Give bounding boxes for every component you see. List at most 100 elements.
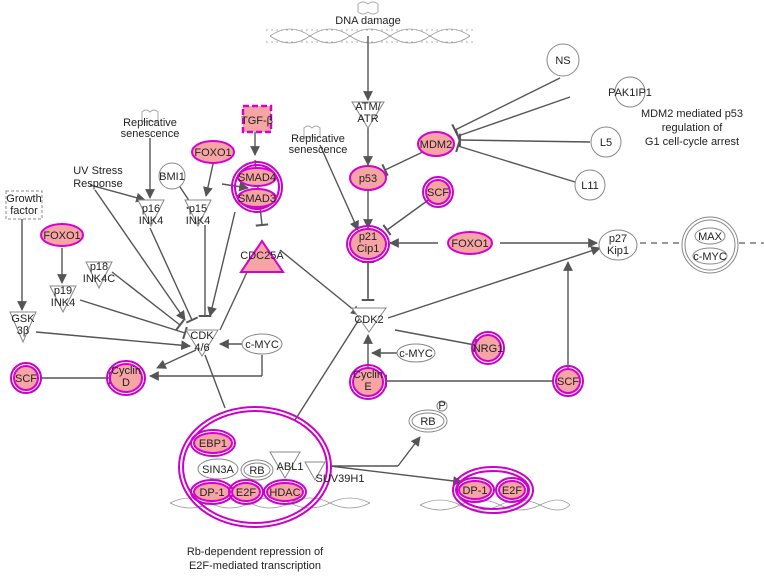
svg-text:INK4: INK4	[51, 297, 75, 309]
svg-text:UV Stress: UV Stress	[73, 165, 123, 177]
tgfb-node[interactable]: TGF-β	[241, 104, 273, 134]
scf-node-top[interactable]: SCF	[422, 176, 454, 208]
dna-helix-top	[266, 28, 474, 44]
suv39h1-node[interactable]: SUV39H1	[304, 461, 365, 485]
svg-text:Kip1: Kip1	[607, 245, 629, 257]
p19-node[interactable]: p19 INK4	[49, 285, 77, 314]
svg-text:Cyclin: Cyclin	[353, 369, 383, 381]
sin3a-node[interactable]: SIN3A	[197, 458, 239, 480]
cyclin-d-node[interactable]: Cyclin D	[106, 360, 146, 396]
hdac-node[interactable]: HDAC	[263, 479, 307, 505]
svg-text:MDM2 mediated p53: MDM2 mediated p53	[641, 108, 743, 120]
repl-sen-label-right: Replicative senescence	[289, 125, 348, 156]
p18-node[interactable]: p18 INK4C	[83, 261, 115, 290]
svg-text:G1 cell-cycle arrest: G1 cell-cycle arrest	[645, 136, 739, 148]
scf-node-left[interactable]: SCF	[10, 362, 42, 394]
l5-node[interactable]: L5	[590, 126, 622, 158]
svg-text:SCF: SCF	[557, 376, 579, 388]
nrg1-node[interactable]: NRG1	[471, 331, 505, 365]
svg-text:DP-1: DP-1	[199, 487, 224, 499]
svg-text:CDK: CDK	[190, 330, 214, 342]
max-cmyc-complex[interactable]: MAX c-MYC	[681, 216, 739, 274]
dp1-node-right[interactable]: DP-1	[455, 477, 495, 503]
cdk2-node[interactable]: CDK2	[351, 307, 387, 333]
svg-text:Cip1: Cip1	[357, 243, 380, 255]
svg-text:p19: p19	[54, 285, 72, 297]
e2f-node-right[interactable]: E2F	[495, 477, 529, 503]
svg-text:E2F-mediated transcription: E2F-mediated transcription	[189, 560, 321, 572]
svg-text:D: D	[122, 377, 130, 389]
svg-text:PAK1IP1: PAK1IP1	[608, 87, 652, 99]
svg-text:INK4: INK4	[139, 215, 163, 227]
p21-node[interactable]: p21 Cip1	[346, 225, 390, 263]
svg-text:CDC25A: CDC25A	[240, 250, 284, 262]
uv-stress-label: UV Stress Response	[73, 165, 123, 190]
cdc25a-node[interactable]: CDC25A	[239, 239, 285, 273]
svg-text:c-MYC: c-MYC	[399, 348, 433, 360]
svg-text:Replicative: Replicative	[291, 133, 345, 145]
rb-repression-complex[interactable]: EBP1 SIN3A RB ABL1 SUV39H1 DP-1 E2F	[178, 406, 365, 528]
svg-text:GSK: GSK	[11, 313, 35, 325]
svg-text:p16: p16	[142, 203, 160, 215]
svg-text:ABL1: ABL1	[277, 461, 304, 473]
svg-text:SMAD3: SMAD3	[238, 193, 276, 205]
e2f-free-complex[interactable]: DP-1 E2F	[452, 466, 534, 514]
foxo1-node-left[interactable]: FOXO1	[40, 223, 84, 247]
svg-text:SCF: SCF	[427, 187, 449, 199]
p27-node[interactable]: p27 Kip1	[598, 229, 638, 261]
foxo1-node-top[interactable]: FOXO1	[191, 140, 235, 164]
svg-text:P: P	[438, 400, 445, 412]
abl1-node[interactable]: ABL1	[269, 451, 304, 480]
rb-phospho-node[interactable]: P RB	[408, 400, 448, 433]
cmyc-node-left[interactable]: c-MYC	[241, 333, 283, 355]
cmyc-node-mid[interactable]: c-MYC	[396, 343, 436, 363]
svg-text:SIN3A: SIN3A	[202, 464, 234, 476]
svg-text:p21: p21	[359, 231, 377, 243]
ebp1-node[interactable]: EBP1	[190, 429, 236, 457]
p16-node[interactable]: p16 INK4	[137, 199, 165, 228]
atm-atr-node[interactable]: ATM/ ATR	[351, 101, 385, 129]
svg-text:MAX: MAX	[698, 231, 723, 243]
e2f-node-left[interactable]: E2F	[228, 479, 264, 505]
cdk46-node[interactable]: CDK 4/6	[185, 329, 219, 357]
svg-text:NS: NS	[555, 55, 570, 67]
svg-text:factor: factor	[10, 205, 38, 217]
svg-text:BMI1: BMI1	[159, 171, 185, 183]
svg-text:DNA damage: DNA damage	[335, 15, 400, 27]
dp1-node-left[interactable]: DP-1	[190, 479, 234, 505]
svg-text:FOXO1: FOXO1	[43, 230, 80, 242]
svg-text:c-MYC: c-MYC	[693, 251, 727, 263]
svg-text:MDM2: MDM2	[420, 139, 452, 151]
svg-text:senescence: senescence	[289, 144, 348, 156]
dna-helix-bottom-right	[419, 499, 571, 511]
svg-text:E: E	[364, 381, 371, 393]
ns-node[interactable]: NS	[546, 43, 580, 77]
svg-text:3β: 3β	[17, 325, 29, 337]
rb-node[interactable]: RB	[240, 459, 274, 481]
pak1ip1-node[interactable]: PAK1IP1	[608, 76, 652, 108]
svg-text:DP-1: DP-1	[462, 485, 487, 497]
svg-text:E2F: E2F	[236, 487, 256, 499]
svg-text:NRG1: NRG1	[473, 343, 504, 355]
mdm2-node[interactable]: MDM2	[417, 131, 455, 157]
p15-node[interactable]: p15 INK4	[184, 199, 212, 228]
svg-text:Cyclin: Cyclin	[111, 365, 141, 377]
p53-node[interactable]: p53	[349, 165, 387, 191]
svg-text:SUV39H1: SUV39H1	[316, 473, 365, 485]
gsk3b-node[interactable]: GSK 3β	[9, 311, 37, 344]
svg-text:ATR: ATR	[357, 113, 378, 125]
cyclin-e-node[interactable]: Cyclin E	[349, 364, 387, 400]
svg-text:c-MYC: c-MYC	[245, 339, 279, 351]
svg-text:Replicative: Replicative	[123, 117, 177, 129]
svg-text:Response: Response	[73, 178, 123, 190]
smad-complex[interactable]: SMAD4 SMAD3	[231, 161, 283, 213]
svg-text:HDAC: HDAC	[269, 487, 300, 499]
svg-text:TGF-β: TGF-β	[241, 115, 273, 127]
l11-node[interactable]: L11	[574, 169, 606, 201]
svg-text:Rb-dependent repression of: Rb-dependent repression of	[187, 546, 324, 558]
scf-node-right[interactable]: SCF	[552, 365, 584, 397]
svg-text:senescence: senescence	[121, 128, 180, 140]
foxo1-node-right[interactable]: FOXO1	[447, 231, 493, 255]
bmi1-node[interactable]: BMI1	[158, 162, 186, 190]
svg-text:EBP1: EBP1	[199, 438, 227, 450]
